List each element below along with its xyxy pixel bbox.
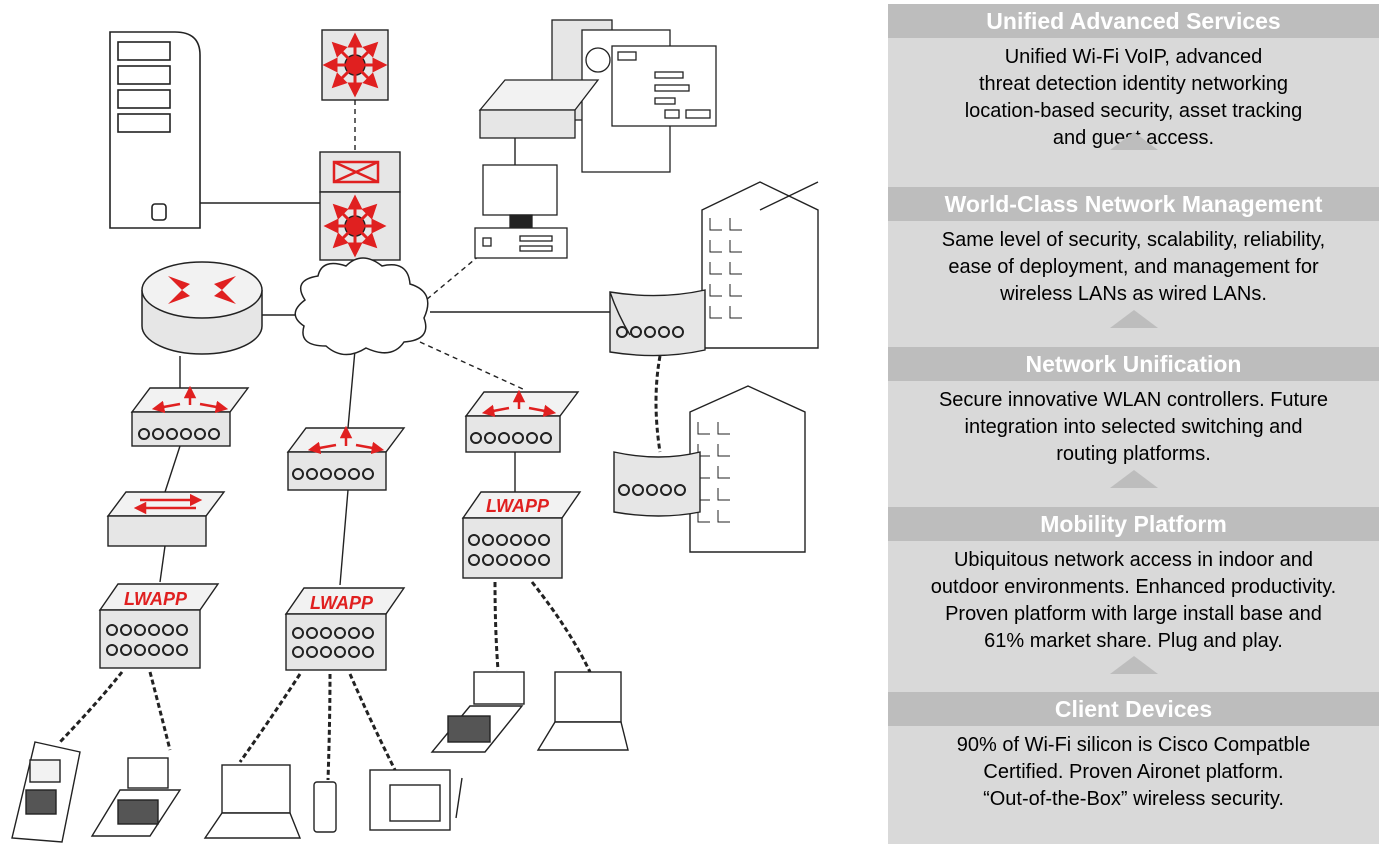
stage-title: Network Unification [888,347,1379,381]
stage-line: Secure innovative WLAN controllers. Futu… [938,389,1329,411]
stage-line: 90% of Wi-Fi silicon is Cisco Compatble [956,734,1311,756]
up-arrow-icon [1109,132,1158,150]
lwapp-access-point-icon [98,491,582,671]
stage-mobility-platform: Mobility Platform Ubiquitous network acc… [888,507,1379,655]
building-icon [689,181,819,553]
lwapp-label: LWAPP [124,589,188,609]
stage-description: Same level of security, scalability, rel… [888,221,1379,308]
stage-line: Ubiquitous network access in indoor and [953,549,1314,571]
stage-line: Same level of security, scalability, rel… [941,229,1326,251]
up-arrow-icon [1109,310,1158,328]
stage-client-devices: Client Devices 90% of Wi-Fi silicon is C… [888,692,1379,813]
up-arrow-icon [1109,656,1158,674]
lwapp-label: LWAPP [310,593,374,613]
network-diagram: LWAPP LWAPP LWAPP [11,19,819,843]
stage-line: ease of deployment, and management for [948,256,1319,278]
management-station-icon [474,19,717,259]
router-icon [141,261,263,355]
stage-network-unification: Network Unification Secure innovative WL… [888,347,1379,468]
core-switch-icon [319,151,401,261]
network-cloud-icon [294,257,429,356]
server-icon [109,31,201,229]
stage-line: Unified Wi-Fi VoIP, advanced [1004,46,1263,68]
stage-description: 90% of Wi-Fi silicon is Cisco Compatble … [888,726,1379,813]
stage-line: routing platforms. [1056,443,1211,465]
stage-line: outdoor environments. Enhanced productiv… [930,576,1337,598]
stage-line: integration into selected switching and [964,416,1303,438]
stage-line: Proven platform with large install base … [945,603,1322,625]
port-grid [106,534,550,658]
stage-world-class-network-management: World-Class Network Management Same leve… [888,187,1379,308]
benefits-panel: Unified Advanced Services Unified Wi-Fi … [888,4,1379,844]
lwapp-label: LWAPP [486,496,550,516]
stage-line: location-based security, asset tracking [964,100,1303,122]
stage-title: World-Class Network Management [888,187,1379,221]
switch-arrows [133,385,557,515]
stage-line: wireless LANs as wired LANs. [1000,283,1267,305]
stage-title: Mobility Platform [888,507,1379,541]
wireless-bridge-icon [609,289,706,517]
client-device-icon [11,671,629,843]
stage-line: threat detection identity networking [978,73,1289,95]
stage-description: Ubiquitous network access in indoor and … [888,541,1379,655]
chain-cable [58,355,662,781]
stage-line: 61% market share. Plug and play. [984,630,1283,652]
up-arrow-icon [1109,470,1158,488]
stage-line: Certified. Proven Aironet platform. [983,761,1284,783]
stage-description: Secure innovative WLAN controllers. Futu… [888,381,1379,468]
port-row [138,326,686,496]
stage-unified-advanced-services: Unified Advanced Services Unified Wi-Fi … [888,4,1379,152]
stage-title: Client Devices [888,692,1379,726]
stage-line: “Out-of-the-Box” wireless security. [983,788,1284,810]
multilayer-switch-icon [321,29,389,101]
stage-title: Unified Advanced Services [888,4,1379,38]
